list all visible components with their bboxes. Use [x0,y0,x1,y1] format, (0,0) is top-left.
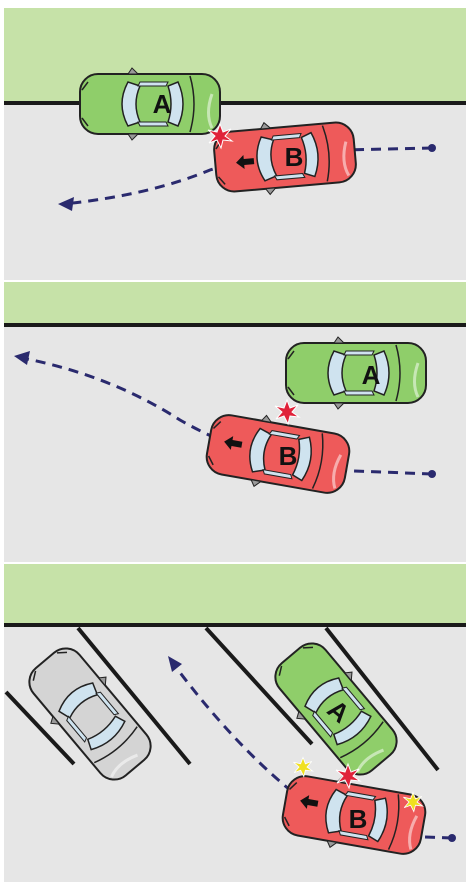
grass-strip [4,8,466,102]
path-arrowhead [58,197,74,211]
car-b-label: B [285,142,304,172]
grass-strip [4,564,466,624]
path-arrowhead [168,656,182,672]
path-start-dot [448,834,456,842]
path-start-dot [428,470,436,478]
path-arrowhead [14,351,30,365]
parking-line [4,690,76,766]
scene-3: A B [4,564,466,882]
car-a-label: A [362,360,381,390]
scene-2: A B [4,282,466,562]
car-a [78,66,222,142]
car-a [284,335,428,411]
parking-line [324,626,440,772]
parking-line [204,626,314,746]
grass-strip [4,282,466,324]
car-b-label: B [279,441,298,471]
car-a-label: A [153,89,172,119]
path-start-dot [428,144,436,152]
travel-path [63,146,433,206]
parking-line [76,626,192,766]
car-b-label: B [349,804,368,834]
scene-1: A B [4,8,466,280]
